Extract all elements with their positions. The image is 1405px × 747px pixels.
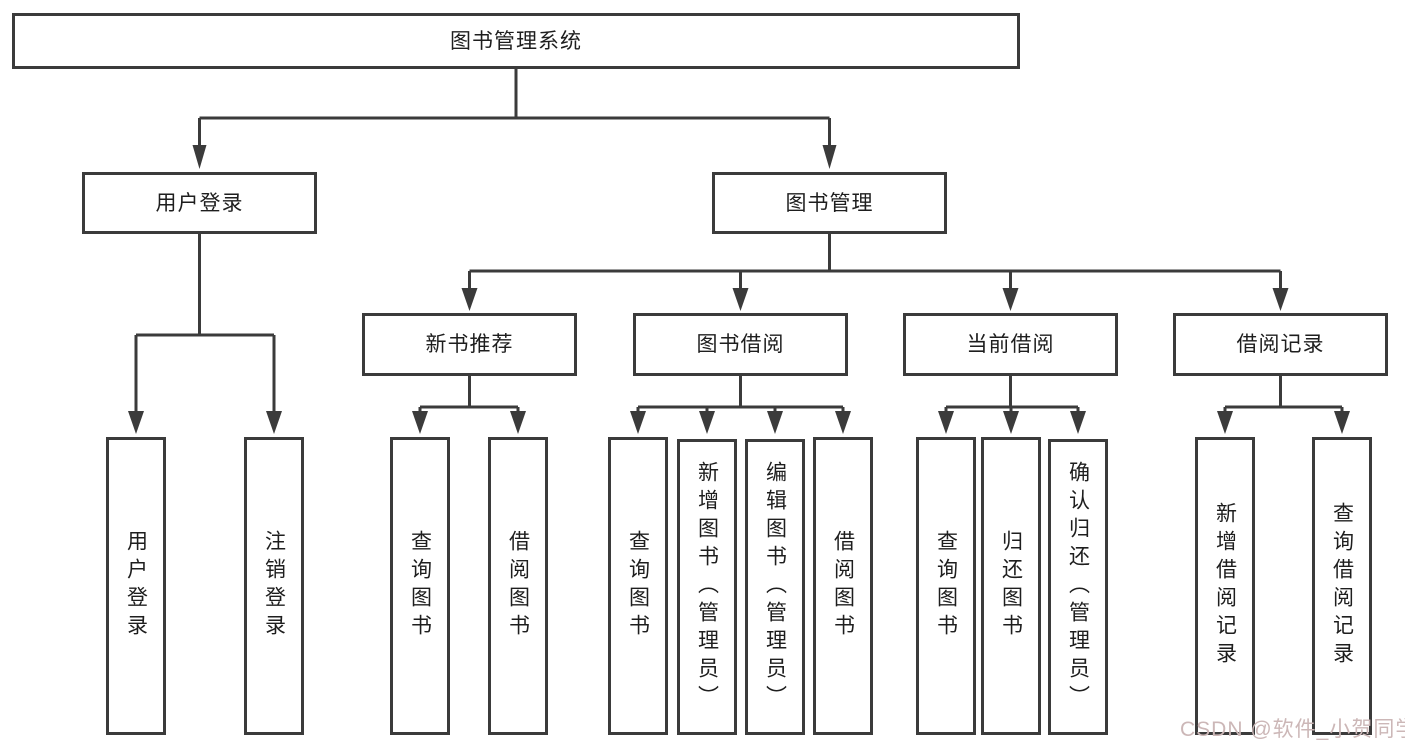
leaf-user-login: 用户登录: [106, 437, 166, 735]
leaf-return-books: 归还图书: [981, 437, 1041, 735]
node-new-book-recommend: 新书推荐: [362, 313, 577, 376]
leaf-add-books-admin: 新增图书（管理员）: [677, 439, 737, 735]
watermark: CSDN @软件_小贺同学: [1180, 718, 1405, 741]
node-borrow-records: 借阅记录: [1173, 313, 1388, 376]
leaf-confirm-return-admin: 确认归还（管理员）: [1048, 439, 1108, 735]
leaf-borrow-books-recommend: 借阅图书: [488, 437, 548, 735]
book-borrow-connector: [630, 376, 851, 434]
leaf-query-books-current: 查询图书: [916, 437, 976, 735]
current-borrow-connector: [938, 376, 1086, 434]
leaf-query-borrow-record: 查询借阅记录: [1312, 437, 1372, 735]
node-library-management-system: 图书管理系统: [12, 13, 1020, 69]
borrow-records-connector: [1217, 376, 1350, 434]
book-management-connector: [461, 234, 1289, 311]
leaf-add-borrow-record: 新增借阅记录: [1195, 437, 1255, 735]
leaf-edit-books-admin: 编辑图书（管理员）: [745, 439, 805, 735]
leaf-logout: 注销登录: [244, 437, 304, 735]
new-book-recommend-connector: [412, 376, 526, 434]
root-connector: [192, 68, 837, 169]
leaf-query-books-recommend: 查询图书: [390, 437, 450, 735]
user-login-connector: [128, 234, 282, 434]
node-user-login: 用户登录: [82, 172, 317, 234]
node-book-borrow: 图书借阅: [633, 313, 848, 376]
node-current-borrow: 当前借阅: [903, 313, 1118, 376]
leaf-borrow-books: 借阅图书: [813, 437, 873, 735]
leaf-query-books-borrow: 查询图书: [608, 437, 668, 735]
node-book-management: 图书管理: [712, 172, 947, 234]
